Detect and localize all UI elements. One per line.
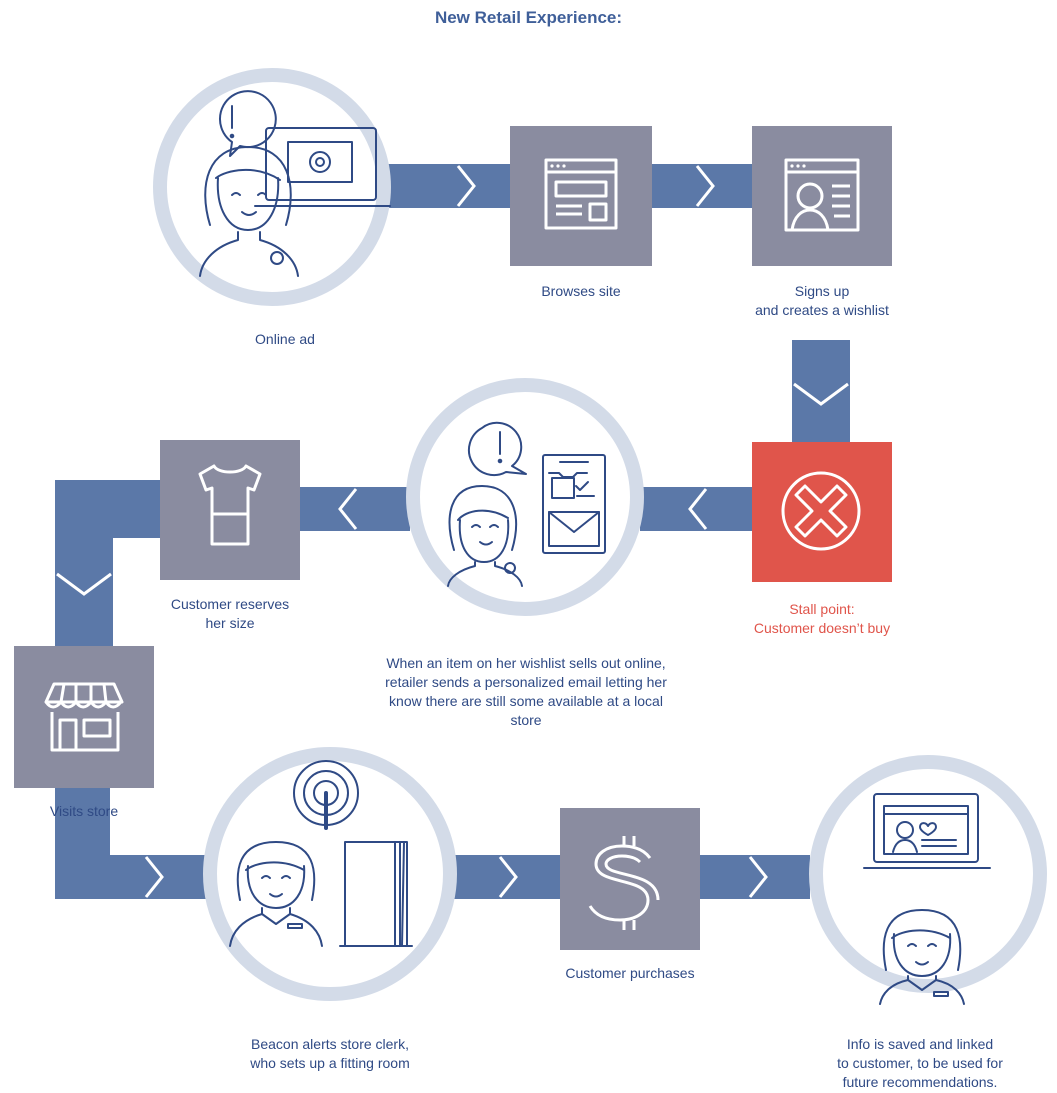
saved-node (809, 755, 1047, 1005)
page-title: New Retail Experience: (434, 8, 623, 27)
online-ad-ring (153, 68, 391, 306)
woman-laptop-icon (199, 90, 391, 277)
connector-signup-stall (792, 340, 850, 442)
beacon-ring (203, 747, 457, 1001)
signs-up-node (752, 126, 892, 266)
connector-beacon-purchase (440, 855, 562, 899)
connectors (55, 164, 850, 899)
browser-window-icon (544, 158, 618, 230)
online-ad-label: Online ad (255, 331, 315, 347)
visits-label: Visits store (49, 803, 119, 819)
tshirt-icon (198, 464, 262, 546)
email-label: When an item on her wishlist sells out o… (385, 655, 667, 728)
email-node (406, 378, 644, 616)
online-ad-node (153, 68, 391, 306)
purchases-label: Customer purchases (565, 965, 695, 981)
purchases-node (560, 808, 700, 950)
woman-tablet-email-icon (447, 421, 606, 587)
clerk-fitting-room-icon (229, 760, 413, 947)
reserves-node (160, 440, 300, 580)
connector-elbow-beacon (55, 855, 215, 899)
connector-elbow-visit (55, 480, 113, 646)
connector-ad-browse (380, 164, 510, 208)
stall-node (752, 442, 892, 582)
profile-page-icon (784, 158, 860, 232)
connector-stall-email (640, 487, 752, 531)
storefront-icon (44, 682, 124, 752)
purchases-box (560, 808, 700, 950)
connector-email-reserve (298, 487, 410, 531)
saved-ring (809, 755, 1047, 993)
clerk-laptop-icon (863, 793, 991, 1005)
stall-box (752, 442, 892, 582)
browses-node (510, 126, 652, 266)
reserves-box (160, 440, 300, 580)
dollar-icon (588, 836, 660, 930)
email-ring (406, 378, 644, 616)
visits-node (14, 646, 154, 788)
x-circle-icon (781, 471, 861, 551)
browses-label: Browses site (541, 283, 621, 299)
beacon-node (203, 747, 457, 1001)
chevrons (56, 165, 849, 898)
beacon-label: Beacon alerts store clerk,who sets up a … (250, 1036, 410, 1071)
visits-box (14, 646, 154, 788)
stall-label: Stall point:Customer doesn’t buy (753, 601, 891, 636)
